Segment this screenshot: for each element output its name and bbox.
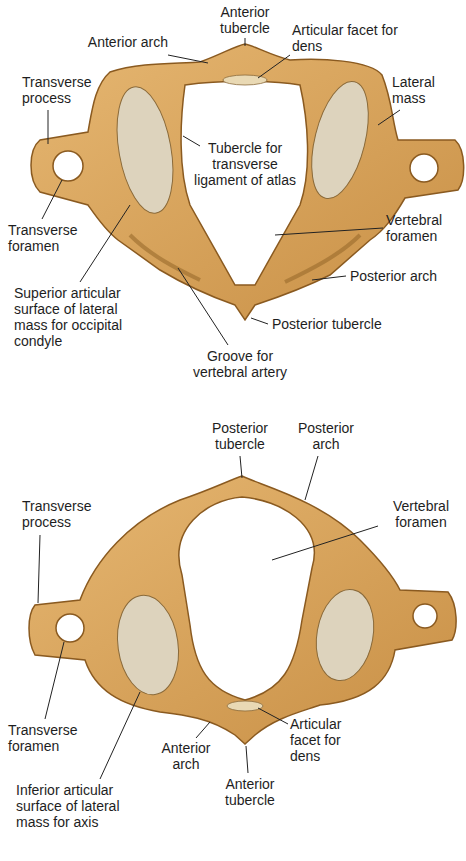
leader-line	[258, 55, 290, 78]
leader-line	[245, 38, 246, 46]
part-label: Inferior articular surface of lateral ma…	[16, 782, 148, 830]
leader-line	[196, 722, 210, 738]
part-label: Posterior arch	[350, 268, 460, 284]
transverse-foramen	[53, 151, 83, 181]
leader-line	[378, 110, 400, 125]
atlas-inferior-bone	[29, 476, 456, 744]
leader-line	[100, 692, 140, 779]
vertebral-artery-groove	[285, 235, 360, 282]
dens-facet	[227, 701, 263, 711]
part-label: Posterior tubercle	[195, 420, 285, 452]
leader-line	[251, 318, 268, 324]
superior-facet	[301, 76, 379, 205]
atlas-superior-bone	[31, 44, 464, 320]
leader-line	[48, 110, 49, 144]
part-label: Vertebral foramen	[380, 498, 462, 530]
leader-line	[240, 456, 242, 478]
leader-line	[168, 55, 208, 63]
part-label: Posterior arch	[284, 420, 368, 452]
part-label: Anterior tubercle	[205, 776, 295, 808]
leader-line	[258, 708, 288, 724]
superior-facet	[108, 82, 181, 217]
leader-line	[42, 180, 62, 219]
part-label: Tubercle for transverse ligament of atla…	[190, 140, 300, 188]
part-label: Transverse process	[22, 74, 102, 106]
leader-line	[45, 642, 64, 719]
part-label: Anterior arch	[66, 34, 168, 50]
part-label: Articular facet for dens	[292, 22, 404, 54]
part-label: Groove for vertebral artery	[180, 348, 300, 380]
leader-line	[272, 526, 378, 560]
transverse-foramen	[413, 604, 437, 628]
vertebral-artery-groove	[130, 235, 200, 280]
leader-lines	[38, 38, 400, 779]
leader-line	[246, 746, 248, 773]
transverse-foramen	[410, 154, 438, 182]
leader-line	[178, 268, 228, 345]
leader-line	[305, 456, 318, 500]
part-label: Superior articular surface of lateral ma…	[14, 285, 154, 349]
leader-line	[38, 535, 40, 603]
inferior-facet	[111, 591, 184, 698]
part-label: Articular facet for dens	[290, 716, 360, 764]
leader-line	[275, 228, 383, 235]
leader-line	[80, 205, 130, 282]
part-label: Transverse process	[22, 498, 122, 530]
inferior-facet	[309, 585, 380, 685]
part-label: Anterior arch	[150, 740, 222, 772]
part-label: Transverse foramen	[8, 222, 86, 254]
transverse-foramen	[56, 614, 84, 642]
leader-line	[312, 276, 346, 280]
part-label: Vertebral foramen	[386, 212, 462, 244]
part-label: Anterior tubercle	[205, 4, 285, 36]
part-label: Lateral mass	[392, 74, 460, 106]
part-label: Transverse foramen	[8, 722, 88, 754]
leader-line	[183, 136, 200, 146]
part-label: Posterior tubercle	[272, 316, 412, 332]
